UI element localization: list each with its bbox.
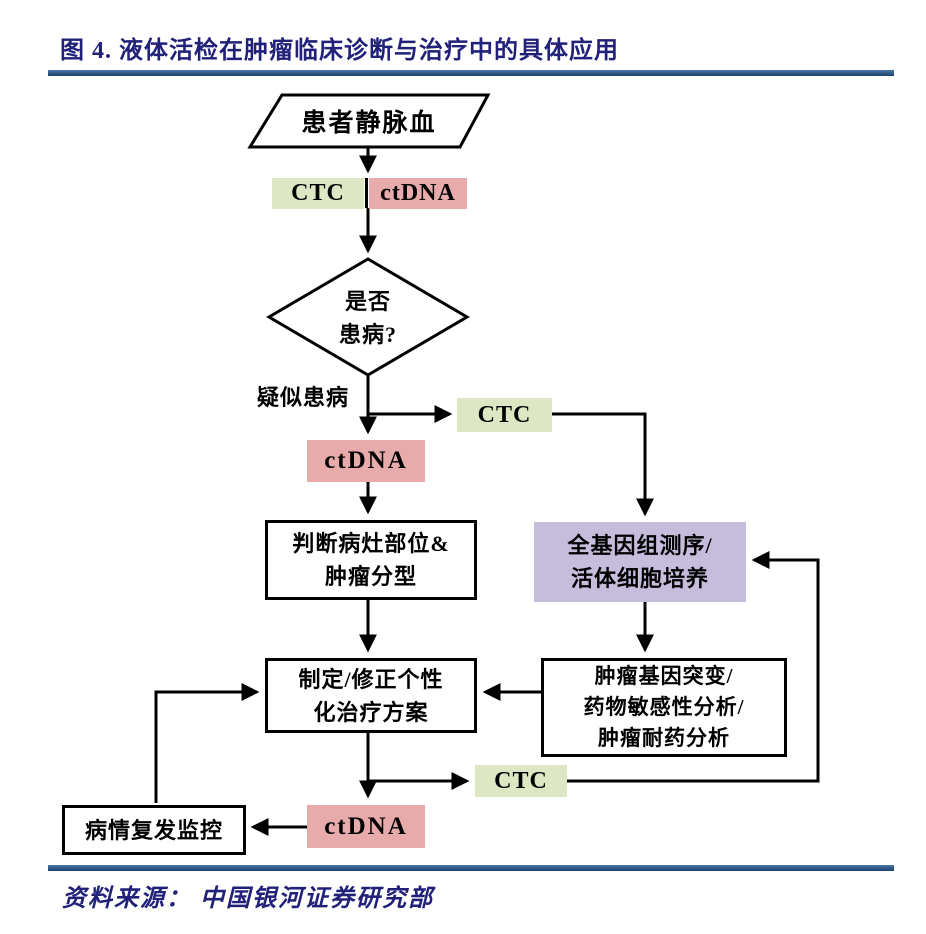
ctc-tag: CTC <box>272 178 364 209</box>
title-divider-rule <box>48 70 894 76</box>
ctdna-mid-box: ctDNA <box>307 440 425 482</box>
ctc-bottom-box: CTC <box>475 765 567 797</box>
sequencing-box: 全基因组测序/ 活体细胞培养 <box>534 522 746 602</box>
plan-box-line2: 化治疗方案 <box>313 699 429 725</box>
suspected-label: 疑似患病 <box>256 384 349 410</box>
source-divider-rule <box>48 865 894 871</box>
source-text: 资料来源： 中国银河证券研究部 <box>62 886 434 912</box>
decision-label-line2: 患病? <box>338 322 397 347</box>
analysis-box-line1: 肿瘤基因突变/ <box>594 664 734 688</box>
ctc-mid-box: CTC <box>457 398 552 432</box>
locate-box-line2: 肿瘤分型 <box>324 564 417 589</box>
ctdna-bottom-box: ctDNA <box>307 805 425 848</box>
analysis-box-line3: 肿瘤耐药分析 <box>598 726 730 750</box>
analysis-box-line2: 药物敏感性分析/ <box>583 695 745 719</box>
sequencing-box-line1: 全基因组测序/ <box>567 533 713 558</box>
start-parallelogram <box>247 93 491 149</box>
sequencing-box-line2: 活体细胞培养 <box>570 566 709 591</box>
decision-label: 是否 患病? <box>298 285 438 351</box>
locate-box-line1: 判断病灶部位& <box>292 531 450 556</box>
start-label: 患者静脉血 <box>301 110 437 137</box>
arrow-ctc-mid-to-sequencing <box>552 412 654 517</box>
decision-label-line1: 是否 <box>344 289 391 314</box>
locate-box: 判断病灶部位& 肿瘤分型 <box>265 520 477 600</box>
ctdna-tag: ctDNA <box>369 178 467 209</box>
plan-box: 制定/修正个性 化治疗方案 <box>265 658 477 733</box>
plan-box-line1: 制定/修正个性 <box>298 666 444 692</box>
monitor-box: 病情复发监控 <box>62 805 246 855</box>
figure-title: 图 4. 液体活检在肿瘤临床诊断与治疗中的具体应用 <box>60 38 619 64</box>
feedback-monitor-to-plan <box>154 683 260 803</box>
analysis-box: 肿瘤基因突变/ 药物敏感性分析/ 肿瘤耐药分析 <box>541 658 787 757</box>
feedback-ctc-bottom-to-sequencing <box>567 551 820 783</box>
